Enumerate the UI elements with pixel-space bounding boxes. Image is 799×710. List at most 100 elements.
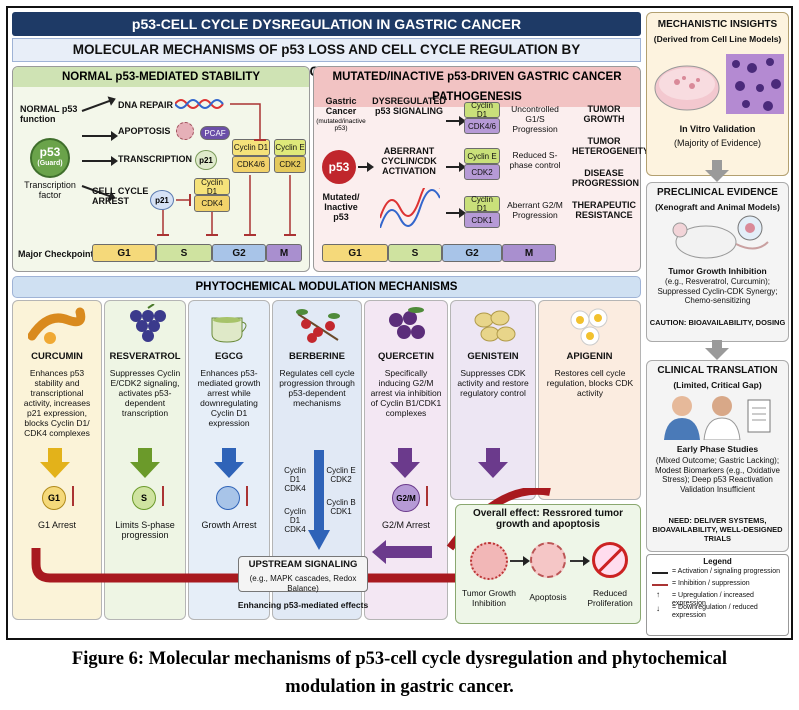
overall-effect-title: Overall effect: Ressrored tumor growth a… [472,508,624,530]
tf-label: Transcription factor [24,180,76,200]
cyclin-d1-arrest-box: Cyclin D1 [194,178,230,196]
outcome-1: TUMOR GROWTH [583,104,625,124]
normal-function-label: NORMAL p53 function [20,104,78,124]
pair2-cyclin: Cyclin E [464,148,500,164]
legend-inhibition: = Inhibition / suppression [672,580,750,587]
curcumin-desc: Enhances p53 stability and transcription… [23,368,91,438]
pair3-cyclin: Cyclin D1 [464,195,500,213]
pcaf-box: PCAF [200,126,230,140]
mutated-p53-node: p53 [322,150,356,184]
berberine-target-left: Cyclin D1 CDK4 Cyclin D1 CDK4 [278,466,312,534]
phase-m: M [266,244,302,262]
pair1-cyclin: Cyclin D1 [464,101,500,119]
curcumin-root-icon [28,307,86,344]
tumor-cell-icon [470,542,508,580]
outcome-2: TUMOR HETEROGENEITY [572,136,650,156]
cyclin-e-box: Cyclin E [274,139,306,156]
arrow-to-pair-1 [446,116,466,126]
bb-cdk4-b: CDK4 [284,525,306,534]
pair1-effect: Uncontrolled G1/S Progression [511,104,559,134]
caption-line-1: Figure 6: Molecular mechanisms of p53-ce… [71,649,728,669]
clin-sub: (Limited, Critical Gap) [673,380,762,390]
legend-down: = Downregulation / reduced expression [672,604,758,619]
outcome-4: THERAPEUTIC RESISTANCE [572,200,637,220]
genistein-desc: Suppresses CDK activity and restore regu… [457,368,529,398]
egcg-dna-marker [216,486,240,510]
resveratrol-name: RESVERATROL [109,351,181,362]
berberine-target-right: Cyclin E CDK2 Cyclin B CDK1 [324,466,358,516]
cdk46-box: CDK4/6 [232,156,270,173]
s-marker: S [132,486,156,510]
cyclin-d1-box: Cyclin D1 [232,139,270,156]
p21-node-transcription: p21 [195,150,217,170]
bb-cyclin-b: Cyclin B [326,498,356,507]
effect-apoptosis: Apoptosis [529,592,567,602]
arrow-to-pair-3 [446,208,466,218]
clin-text: (Mixed Outcome; Gastric Lacking); Modest… [655,456,780,494]
upstream-title: UPSTREAM SIGNALING [248,559,358,570]
mech-title: MECHANISTIC INSIGHTS [657,19,778,30]
resveratrol-result: Limits S-phase progression [115,520,175,540]
phase-g2: G2 [212,244,266,262]
figure-subtitle: MOLECULAR MECHANISMS OF p53 LOSS AND CEL… [12,38,641,79]
bb-cdk4-a: CDK4 [284,484,306,493]
invitro-sub: (Majority of Evidence) [673,138,762,148]
pair3-effect: Aberrant G2/M Progression [507,200,563,220]
cell-culture-micro-icon [726,54,784,114]
legend-panel [646,554,789,636]
clinical-panel [646,360,789,552]
mut-phase-s: S [388,244,442,262]
effect-reduced-proliferation: Reduced Proliferation [587,588,633,608]
mut-phase-m: M [502,244,556,262]
berberine-desc: Regulates cell cycle progression through… [279,368,355,408]
apoptotic-cell-icon [176,122,194,140]
bb-cyclin-d1-a: Cyclin D1 [284,466,306,484]
dna-repair-label: DNA REPAIR [118,100,174,110]
pre-tgi: Tumor Growth Inhibition [668,266,767,276]
mech-sub: (Derived from Cell Line Models) [653,34,782,44]
down-arrow-2-icon [705,340,729,360]
pre-caution: CAUTION: BIOAVAILABILITY, DOSING [649,318,786,327]
checkpoint-label: Major Checkpoint [18,249,94,259]
arrow-to-apoptosis [82,131,118,141]
aberrant-label: ABERRANT CYCLIN/CDK ACTIVATION [381,146,437,176]
arrow-to-transcription [82,156,118,166]
pair3-cdk: CDK1 [464,212,500,228]
enhancing-label: Enhancing p53-mediated effects [237,600,369,610]
mutated-header: MUTATED/INACTIVE p53-DRIVEN GASTRIC CANC… [314,67,640,107]
g1-marker: G1 [42,486,66,510]
genistein-name: GENISTEIN [467,351,519,362]
transcription-label: TRANSCRIPTION [118,154,192,164]
petri-dish-icon [654,65,720,111]
figure-caption: Figure 6: Molecular mechanisms of p53-ce… [0,645,799,701]
mut-phase-g2: G2 [442,244,502,262]
gastric-cancer-label: Gastric Cancer [325,96,357,116]
curcumin-inhibit-bar [72,486,74,506]
caption-line-2: modulation in gastric cancer. [285,677,514,697]
outcome-3: DISEASE PROGRESSION [572,168,640,188]
quercetin-name: QUERCETIN [378,351,434,362]
figure-title: p53-CELL CYCLE DYSREGULATION IN GASTRIC … [12,12,641,36]
pre-title: PRECLINICAL EVIDENCE [657,187,778,198]
mutated-dna-icon [380,188,440,228]
g2m-marker: G2/M [392,484,420,512]
clin-title: CLINICAL TRANSLATION [657,365,778,376]
curcumin-result: G1 Arrest [37,520,76,530]
apigenin-name: APIGENIN [566,351,613,362]
normal-inhibition-lines [157,103,296,236]
bb-cyclin-e: Cyclin E [326,466,356,475]
normal-header: NORMAL p53-MEDIATED STABILITY [13,67,309,87]
apoptosis-cell-icon [530,542,566,578]
guard-label: (Guard) [37,160,63,167]
pre-sub: (Xenograft and Animal Models) [655,202,780,212]
clin-phase: Early Phase Studies [676,444,759,454]
resveratrol-desc: Suppresses Cyclin E/CDK2 signaling, acti… [109,368,181,418]
cdk2-box: CDK2 [274,156,306,173]
resveratrol-inhibit-bar [162,486,164,506]
legend-activation: = Activation / signaling progression [672,568,780,575]
upstream-note: (e.g., MAPK cascades, Redox Balance) [249,574,357,593]
effect-tumor-growth: Tumor Growth Inhibition [461,588,516,608]
resveratrol-down-arrow [130,448,160,478]
clinical-people-icon [664,396,771,440]
genistein-down-arrow [478,448,508,478]
